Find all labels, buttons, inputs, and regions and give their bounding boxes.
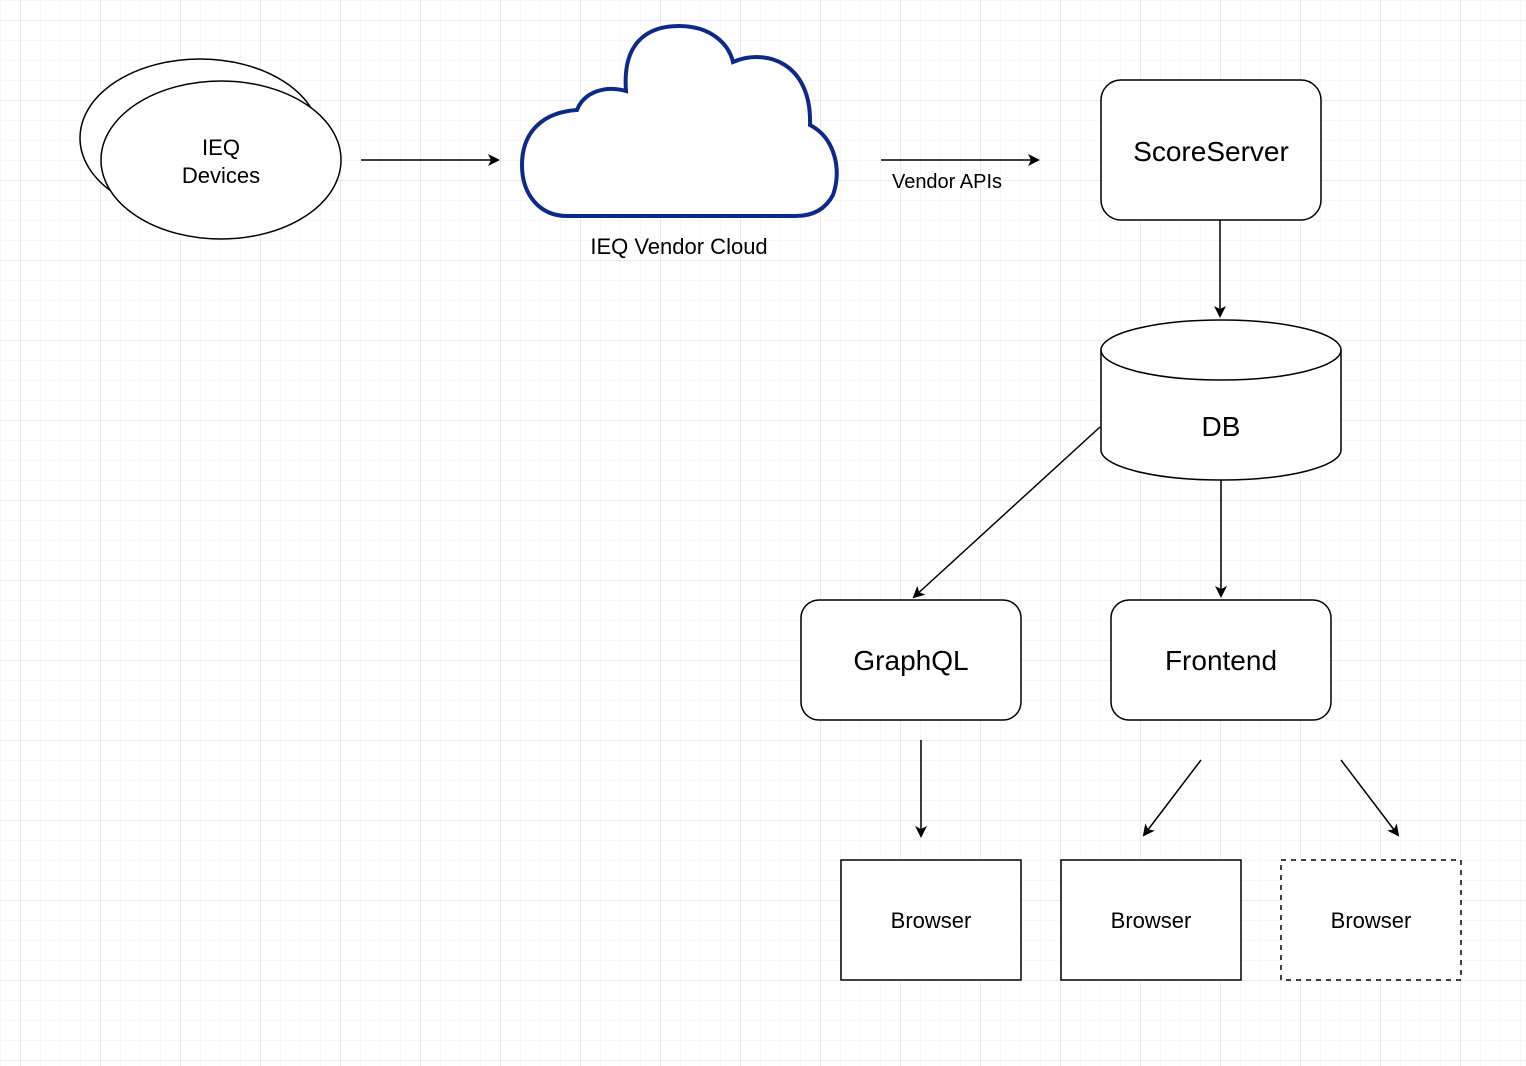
- frontend-box: [1110, 599, 1332, 721]
- cloud-label: IEQ Vendor Cloud: [590, 234, 767, 259]
- browser-node-3[interactable]: Browser: [1280, 859, 1462, 981]
- scoreserver-node[interactable]: ScoreServer: [1100, 79, 1322, 221]
- browser-box-1: [840, 859, 1022, 981]
- browser-box-3: [1280, 859, 1462, 981]
- edge-db-to-graphql[interactable]: [912, 426, 1101, 599]
- edge-frontend-to-browser2[interactable]: [1142, 759, 1202, 837]
- db-label: DB: [1202, 411, 1241, 442]
- devices-label-line2: Devices: [182, 163, 260, 188]
- scoreserver-label: ScoreServer: [1133, 136, 1289, 167]
- browser-label-3: Browser: [1331, 908, 1412, 933]
- browser-node-1[interactable]: Browser: [840, 859, 1022, 981]
- ieq-devices-node[interactable]: IEQ Devices: [79, 58, 342, 240]
- edge-frontend-to-browser3[interactable]: [1340, 759, 1400, 837]
- frontend-label: Frontend: [1165, 645, 1277, 676]
- vendor-apis-label: Vendor APIs: [892, 171, 1002, 193]
- browser-box-2: [1060, 859, 1242, 981]
- browser-label-1: Browser: [891, 908, 972, 933]
- db-cylinder-top: [1100, 319, 1342, 381]
- vendor-cloud-node[interactable]: IEQ Vendor Cloud: [519, 23, 839, 259]
- cloud-icon: [519, 23, 839, 218]
- frontend-node[interactable]: Frontend: [1110, 599, 1332, 721]
- graphql-label: GraphQL: [853, 645, 968, 676]
- device-ellipse-front: [100, 80, 342, 240]
- db-node[interactable]: DB: [1100, 319, 1342, 481]
- scoreserver-box: [1100, 79, 1322, 221]
- browser-label-2: Browser: [1111, 908, 1192, 933]
- devices-label-line1: IEQ: [202, 135, 240, 160]
- graphql-node[interactable]: GraphQL: [800, 599, 1022, 721]
- edge-cloud-to-scoreserver[interactable]: Vendor APIs: [881, 154, 1040, 193]
- graphql-box: [800, 599, 1022, 721]
- browser-node-2[interactable]: Browser: [1060, 859, 1242, 981]
